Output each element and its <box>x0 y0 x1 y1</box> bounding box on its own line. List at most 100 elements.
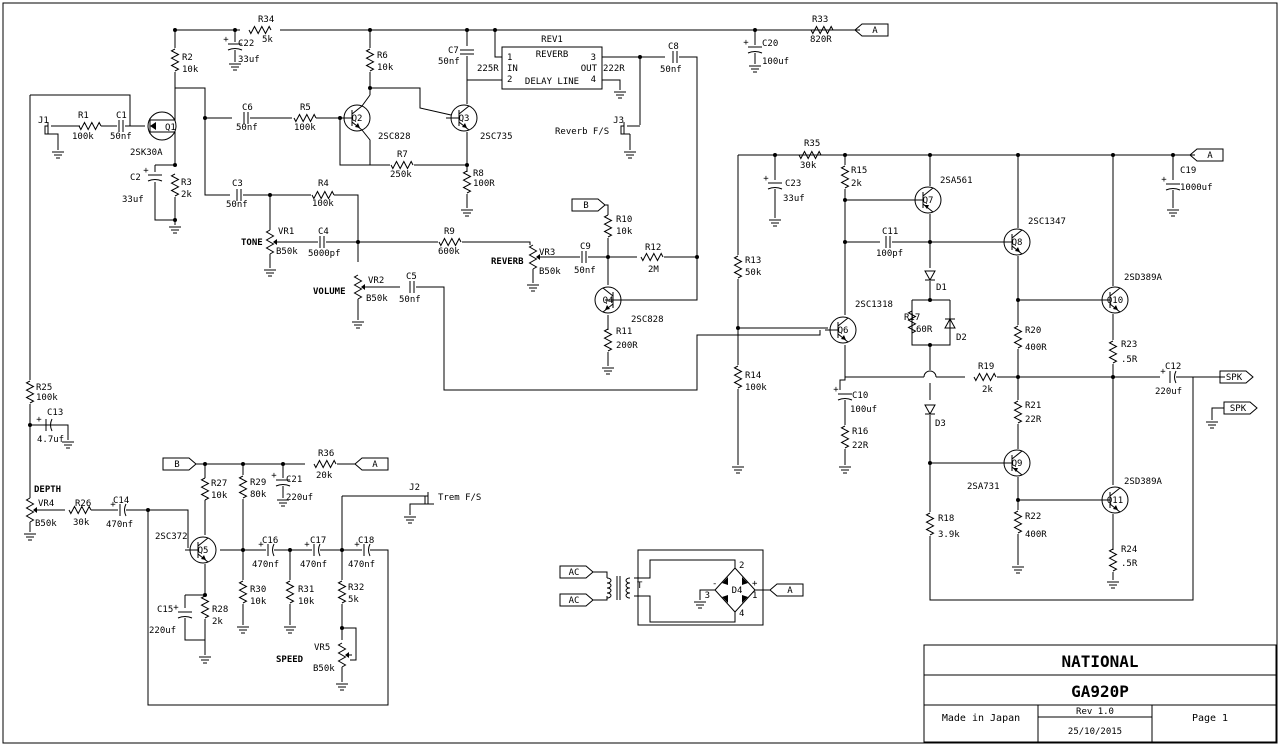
ref-r16: R16 <box>852 427 868 437</box>
value-c2: 33uf <box>122 195 144 205</box>
ref-d2: D2 <box>956 333 967 343</box>
resistor-r17 <box>907 310 917 334</box>
ground-icon <box>264 269 276 277</box>
resistor-r32 <box>337 580 347 604</box>
ref-r32: R32 <box>348 583 364 593</box>
capacitor-c3 <box>236 189 242 201</box>
ref-vr2: VR2 <box>368 276 384 286</box>
ref-c3: C3 <box>232 179 243 189</box>
value-r3: 2k <box>181 190 192 200</box>
label-reverb: REVERB <box>491 257 524 267</box>
polarity-c12: + <box>1160 367 1166 377</box>
ref-c9: C9 <box>580 242 591 252</box>
ref-r34: R34 <box>258 15 274 25</box>
ref-r10: R10 <box>616 215 632 225</box>
resistor-r6 <box>365 48 375 72</box>
ref-r12: R12 <box>645 243 661 253</box>
capacitor-c22 <box>227 43 243 51</box>
polarity-c16: + <box>258 540 264 550</box>
resistor-r26 <box>68 505 92 515</box>
resistor-r1 <box>78 121 102 131</box>
ref-vr1: VR1 <box>278 227 294 237</box>
ref-r33: R33 <box>812 15 828 25</box>
bridge-pin2: 2 <box>739 561 744 571</box>
ref-c21: C21 <box>286 475 302 485</box>
value-c5: 50nf <box>399 295 421 305</box>
net-flag-b-trem-label: B <box>174 460 179 470</box>
reverb-pin1: 1 <box>507 53 512 63</box>
page-number: Page 1 <box>1192 713 1228 724</box>
resistor-r21 <box>1013 400 1023 424</box>
ac-flag-2: AC <box>559 593 594 607</box>
polarity-c17: + <box>304 540 310 550</box>
potentiometer-vr1 <box>265 229 280 255</box>
resistor-r7 <box>390 160 414 170</box>
ref-r36: R36 <box>318 449 334 459</box>
resistor-r19 <box>973 372 997 382</box>
ref-r3: R3 <box>181 178 192 188</box>
value-r34: 5k <box>262 35 273 45</box>
spk-flag-out-label: SPK <box>1226 373 1243 383</box>
ref-d3: D3 <box>935 419 946 429</box>
label-speed: SPEED <box>276 655 304 665</box>
polarity-c22: + <box>223 35 229 45</box>
ground-icon <box>624 151 636 159</box>
type-q4: 2SC828 <box>631 315 664 325</box>
transistor-q8 <box>999 228 1031 256</box>
resistor-r11 <box>603 328 613 352</box>
value-r22: 400R <box>1025 530 1047 540</box>
value-c13: 4.7uf <box>37 435 64 445</box>
capacitor-c17 <box>313 543 321 557</box>
value-r29: 80k <box>250 490 267 500</box>
value-c1: 50nf <box>110 132 132 142</box>
value-r11: 200R <box>616 341 638 351</box>
transformer-ref: T <box>637 581 643 591</box>
potentiometer-vr3 <box>528 244 543 270</box>
value-r20: 400R <box>1025 343 1047 353</box>
polarity-c13: + <box>36 415 42 425</box>
value-c9: 50nf <box>574 266 596 276</box>
ref-c4: C4 <box>318 227 329 237</box>
resistor-r10 <box>603 214 613 238</box>
ref-r14: R14 <box>745 371 761 381</box>
revision-date: 25/10/2015 <box>1068 727 1122 737</box>
net-flag-a-top-label: A <box>872 26 878 36</box>
ref-q5: Q5 <box>198 546 209 556</box>
ground-icon <box>527 284 539 292</box>
capacitor-c12 <box>1169 370 1177 384</box>
reverb-in: IN <box>507 64 518 74</box>
value-r15: 2k <box>851 179 862 189</box>
ref-r7: R7 <box>397 150 408 160</box>
ref-r2: R2 <box>182 53 193 63</box>
value-c23: 33uf <box>783 194 805 204</box>
value-r25: 100k <box>36 393 58 403</box>
ref-r17: R17 <box>904 313 920 323</box>
capacitor-c16 <box>267 543 275 557</box>
value-vr5: B50k <box>313 664 335 674</box>
polarity-c20: + <box>743 38 749 48</box>
ref-q9: Q9 <box>1012 459 1023 469</box>
bridge-plus: + <box>752 579 758 589</box>
label-depth: DEPTH <box>34 485 61 495</box>
value-c8: 50nf <box>660 65 682 75</box>
ref-r1: R1 <box>78 111 89 121</box>
value-r30: 10k <box>250 597 267 607</box>
value-r13: 50k <box>745 268 762 278</box>
ref-r28: R28 <box>212 605 228 615</box>
ground-icon <box>352 321 364 329</box>
polarity-c10: + <box>833 385 839 395</box>
capacitor-c20 <box>747 46 763 54</box>
resistor-r33 <box>810 25 834 35</box>
value-r32: 5k <box>348 595 359 605</box>
transistor-q11 <box>1097 486 1129 514</box>
type-q1: 2SK30A <box>130 148 163 158</box>
ground-icon <box>694 601 706 609</box>
resistor-r13 <box>733 255 743 279</box>
ref-r26: R26 <box>75 499 91 509</box>
value-r8: 100R <box>473 179 495 189</box>
resistor-r30 <box>238 580 248 604</box>
